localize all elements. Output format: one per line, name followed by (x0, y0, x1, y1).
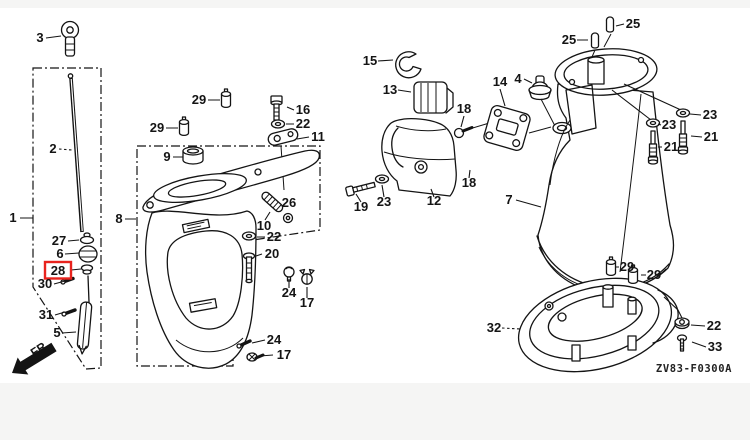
part-label-28: 28 (51, 263, 65, 278)
part-label-18: 18 (457, 101, 471, 116)
part-22-washer (241, 231, 257, 241)
shift-rod-assembly (32, 20, 102, 370)
part-33-screw (676, 334, 688, 352)
part-label-9: 9 (163, 149, 170, 164)
part-9-cap (182, 146, 204, 165)
part-29-bushing (178, 116, 190, 137)
part-5-lower-rod (76, 301, 93, 355)
part-23-washer (645, 118, 661, 128)
part-label-23: 23 (377, 194, 391, 209)
part-29-bushing (605, 256, 617, 277)
mount-nut-leader (663, 296, 683, 319)
part-3-eye-bolt (60, 20, 80, 57)
part-23-washer (675, 108, 691, 118)
part-label-27: 27 (52, 233, 66, 248)
part-label-12: 12 (427, 193, 441, 208)
part-26-ring (282, 212, 294, 224)
part-label-2: 2 (49, 141, 56, 156)
part-label-26: 26 (282, 195, 296, 210)
part-14-bracket (483, 104, 531, 152)
part-label-22: 22 (296, 116, 310, 131)
part-16-bolt (270, 95, 283, 121)
part-label-14: 14 (493, 74, 508, 89)
part-8-gear-case (142, 149, 321, 369)
part-label-19: 19 (354, 199, 368, 214)
pin-lines (591, 33, 612, 58)
part-label-23: 23 (703, 107, 717, 122)
part-label-22: 22 (267, 229, 281, 244)
plug-line (540, 98, 556, 127)
part-label-3: 3 (36, 30, 43, 45)
part-label-15: 15 (363, 53, 377, 68)
part-label-8: 8 (115, 211, 122, 226)
part-29-bushing (220, 88, 232, 109)
part-22-nut (674, 317, 690, 330)
part-label-5: 5 (53, 325, 60, 340)
part-label-6: 6 (56, 246, 63, 261)
part-2-shift-rod (67, 73, 84, 233)
highlight-box-part-28 (43, 260, 73, 280)
part-7-extension-case (536, 48, 675, 292)
part-label-32: 32 (487, 320, 501, 335)
part-label-23: 23 (662, 117, 676, 132)
part-13-rubber-mount (413, 81, 454, 114)
part-label-1: 1 (9, 210, 16, 225)
front-direction: FR. (12, 338, 57, 375)
extension-case-group (536, 16, 691, 292)
part-24-pin (236, 339, 252, 349)
part-25-pin (605, 16, 615, 33)
part-label-29: 29 (620, 259, 634, 274)
part-27-collar (79, 232, 95, 245)
part-label-29: 29 (150, 120, 164, 135)
mount-group (345, 51, 556, 197)
gear-case-group (136, 88, 321, 369)
assembly-1-dashed-box (32, 67, 102, 370)
part-11-plate (267, 128, 299, 146)
bracket-line (528, 126, 552, 134)
part-label-18: 18 (462, 175, 476, 190)
part-label-13: 13 (383, 82, 397, 97)
part-label-4: 4 (514, 71, 522, 86)
part-20-bolt (242, 252, 256, 284)
part-label-31: 31 (39, 307, 53, 322)
part-label-7: 7 (505, 192, 512, 207)
part-6-joint (78, 245, 98, 263)
part-number-labels: 3122762830315829299162211261022202417241… (9, 16, 722, 362)
part-label-33: 33 (708, 339, 722, 354)
part-label-16: 16 (296, 102, 310, 117)
leader-lines (20, 23, 707, 357)
part-label-21: 21 (704, 129, 718, 144)
diagram-code: ZV83-F0300A (656, 363, 732, 375)
part-label-24: 24 (282, 285, 297, 300)
part-label-17: 17 (277, 347, 291, 362)
part-25-pin (590, 32, 600, 49)
lower-mount-group (517, 256, 690, 373)
part-label-25: 25 (626, 16, 640, 31)
part-12-mount-housing (381, 117, 457, 197)
part-4-plug (528, 75, 552, 101)
assembly-8-dashed-box (136, 145, 321, 367)
part-label-29: 29 (647, 267, 661, 282)
part-10-spring (261, 191, 284, 213)
part-28-clip (80, 264, 94, 275)
part-22-washer (270, 119, 286, 129)
part-23-washer (374, 174, 390, 184)
part-label-11: 11 (311, 129, 325, 144)
front-direction-arrow (12, 342, 57, 375)
part-32-lower-mount (517, 277, 679, 373)
part-15-clamp (395, 51, 422, 79)
rod-link (87, 275, 90, 303)
part-label-30: 30 (38, 276, 52, 291)
part-label-21: 21 (664, 139, 678, 154)
case-bolt-leaders (611, 83, 682, 121)
part-label-24: 24 (267, 332, 282, 347)
part-label-20: 20 (265, 246, 279, 261)
part-19-bolt (345, 181, 376, 197)
part-label-22: 22 (707, 318, 721, 333)
part-17-nut (299, 268, 315, 285)
part-label-10: 10 (257, 218, 271, 233)
part-label-17: 17 (300, 295, 314, 310)
part-label-29: 29 (192, 92, 206, 107)
part-label-25: 25 (562, 32, 576, 47)
